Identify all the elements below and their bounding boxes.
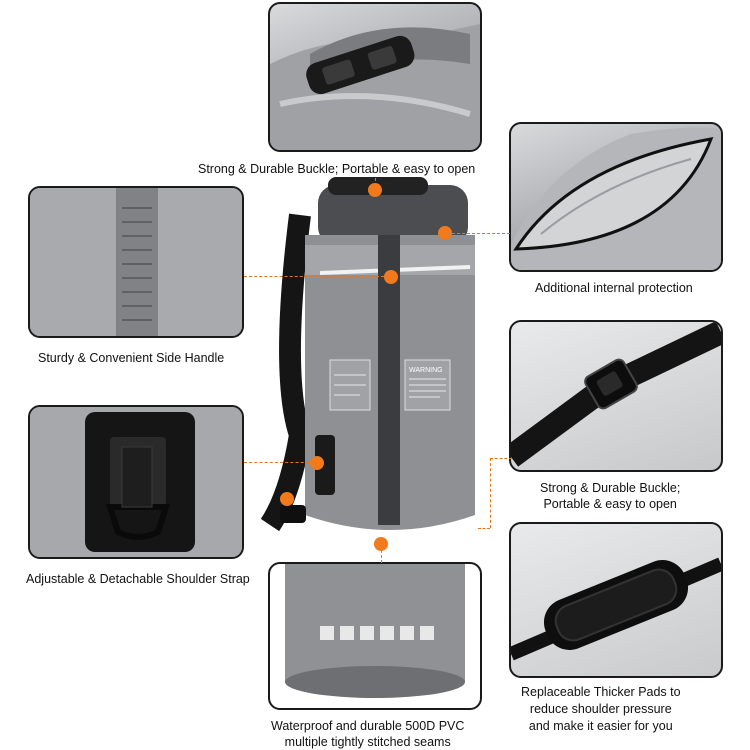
connector-shoulder-buckle-vertical <box>490 458 491 528</box>
pvc-caption: Waterproof and durable 500D PVC multiple… <box>271 718 464 750</box>
connector-shoulder-buckle-return <box>478 528 490 529</box>
hotspot-pvc <box>374 537 388 551</box>
shoulder-buckle-caption-line2: Portable & easy to open <box>543 497 677 511</box>
warning-label: WARNING <box>409 367 443 374</box>
thicker-pads-caption: Replaceable Thicker Pads to reduce shoul… <box>521 684 681 735</box>
connector-shoulder-strap <box>244 462 314 463</box>
hotspot-internal <box>438 226 452 240</box>
pads-caption-line3: and make it easier for you <box>528 719 673 733</box>
connector-side-handle <box>244 276 384 277</box>
internal-protection-caption: Additional internal protection <box>535 281 693 295</box>
hotspot-side-handle <box>384 270 398 284</box>
thicker-pads-panel <box>509 522 723 678</box>
hotspot-top-buckle <box>368 183 382 197</box>
hotspot-shoulder-strap <box>310 456 324 470</box>
shoulder-buckle-panel <box>509 320 723 472</box>
shoulder-buckle-caption: Strong & Durable Buckle; Portable & easy… <box>540 480 680 512</box>
side-handle-panel <box>28 186 244 338</box>
hotspot-shoulder-strap-lower <box>280 492 294 506</box>
pads-caption-line1: Replaceable Thicker Pads to <box>521 685 681 699</box>
connector-internal <box>452 233 510 234</box>
connector-pvc <box>381 545 382 563</box>
internal-protection-panel <box>509 122 723 272</box>
side-handle-caption: Sturdy & Convenient Side Handle <box>38 351 225 365</box>
pvc-caption-line2: multiple tightly stitched seams <box>284 735 451 749</box>
pvc-base-panel <box>268 562 482 710</box>
top-buckle-detail-panel <box>268 2 482 152</box>
shoulder-strap-caption: Adjustable & Detachable Shoulder Strap <box>26 572 250 586</box>
dry-bag-illustration: WARNING <box>260 175 490 555</box>
connector-shoulder-buckle <box>490 458 512 459</box>
top-buckle-caption: Strong & Durable Buckle; Portable & easy… <box>198 162 476 176</box>
shoulder-strap-panel <box>28 405 244 559</box>
pvc-caption-line1: Waterproof and durable 500D PVC <box>271 719 465 733</box>
shoulder-buckle-caption-line1: Strong & Durable Buckle; <box>540 481 681 495</box>
pads-caption-line2: reduce shoulder pressure <box>529 702 672 716</box>
